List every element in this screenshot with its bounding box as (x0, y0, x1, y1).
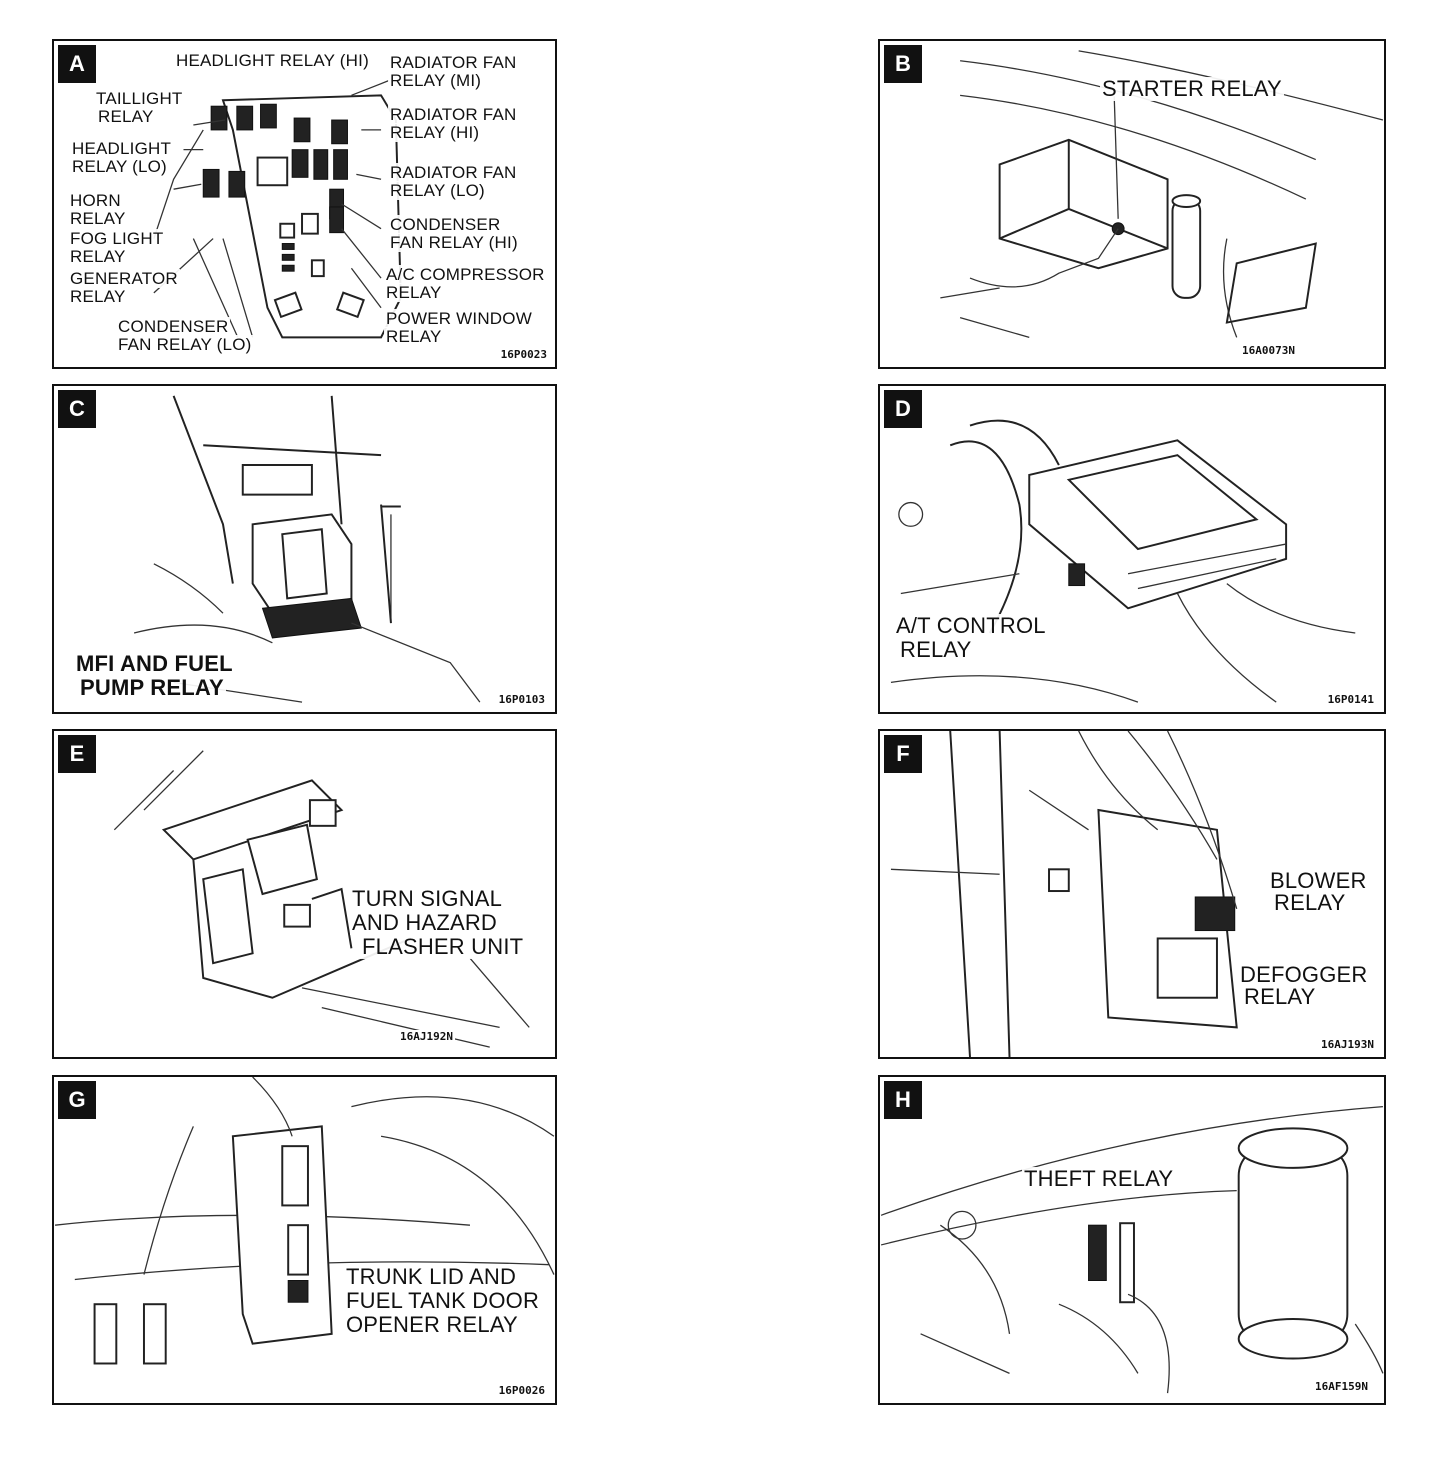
figure-code: 16AJ193N (1319, 1038, 1376, 1051)
starter-relay-illustration (940, 50, 1384, 338)
figure-code: 16P0103 (496, 693, 547, 706)
flasher-label-3: FLASHER UNIT (360, 934, 526, 959)
ac-compressor-relay-label-2: RELAY (384, 283, 444, 302)
panel-letter: G (58, 1081, 96, 1119)
panel-letter: B (884, 45, 922, 83)
panel-letter: E (58, 735, 96, 773)
panel-letter: D (884, 390, 922, 428)
radiator-fan-relay-hi-label-2: RELAY (HI) (388, 123, 482, 142)
ac-compressor-relay-label-1: A/C COMPRESSOR (384, 265, 547, 284)
panel-letter: A (58, 45, 96, 83)
fog-light-relay-label-2: RELAY (68, 247, 128, 266)
generator-relay-label-2: RELAY (68, 287, 128, 306)
panel-c: C MFI AND FUEL PUMP RELAY 16P0103 (52, 384, 557, 714)
mfi-relay-label-1: MFI AND FUEL (74, 651, 235, 676)
flasher-unit-illustration (113, 750, 530, 1048)
at-control-relay-illustration (890, 419, 1356, 703)
panel-letter: F (884, 735, 922, 773)
panel-d: D A/T CONTROL RELAY 16P0141 (878, 384, 1386, 714)
blower-defogger-relay-illustration (890, 731, 1238, 1057)
radiator-fan-relay-lo-label-1: RADIATOR FAN (388, 163, 519, 182)
figure-code: 16P0023 (498, 348, 549, 361)
condenser-fan-relay-hi-label-1: CONDENSER (388, 215, 503, 234)
blower-relay-label-2: RELAY (1272, 890, 1348, 915)
starter-relay-label: STARTER RELAY (1100, 76, 1284, 101)
figure-code: 16P0026 (496, 1384, 547, 1397)
blower-relay-label-1: BLOWER (1268, 868, 1369, 893)
panel-g: G TRUNK LID AND FUEL TANK DOOR OPENER RE… (52, 1075, 557, 1405)
headlight-relay-lo-label-2: RELAY (LO) (70, 157, 169, 176)
generator-relay-label-1: GENERATOR (68, 269, 180, 288)
figure-code: 16AJ192N (398, 1030, 455, 1043)
radiator-fan-relay-hi-label-1: RADIATOR FAN (388, 105, 519, 124)
theft-relay-illustration (880, 1105, 1384, 1394)
defogger-relay-label-2: RELAY (1242, 984, 1318, 1009)
panel-e: E TURN SIGNAL AND HAZARD FLASHER UNIT 16… (52, 729, 557, 1059)
figure-code: 16P0141 (1325, 693, 1376, 706)
horn-relay-label-1: HORN (68, 191, 123, 210)
power-window-relay-label-2: RELAY (384, 327, 444, 346)
trunk-relay-label-2: FUEL TANK DOOR (344, 1288, 542, 1313)
taillight-relay-label-2: RELAY (96, 107, 156, 126)
headlight-relay-hi-label: HEADLIGHT RELAY (HI) (174, 51, 371, 70)
trunk-relay-label-3: OPENER RELAY (344, 1312, 520, 1337)
defogger-relay-label-1: DEFOGGER (1238, 962, 1370, 987)
panel-f: F BLOWER RELAY DEFOGGER RELAY 16AJ193N (878, 729, 1386, 1059)
panel-a: A HEADLIGHT RELAY (HI) TAILLIGHT RELAY H… (52, 39, 557, 369)
figure-code: 16AF159N (1313, 1380, 1370, 1393)
panel-b: B STARTER RELAY 16A0073N (878, 39, 1386, 369)
headlight-relay-lo-label-1: HEADLIGHT (70, 139, 174, 158)
condenser-fan-relay-lo-label-2: FAN RELAY (LO) (116, 335, 254, 354)
flasher-label-1: TURN SIGNAL (350, 886, 505, 911)
fuse-relay-box-illustration (153, 79, 402, 339)
trunk-relay-label-1: TRUNK LID AND (344, 1264, 519, 1289)
radiator-fan-relay-lo-label-2: RELAY (LO) (388, 181, 487, 200)
at-control-relay-label-2: RELAY (898, 637, 974, 662)
mfi-relay-label-2: PUMP RELAY (78, 675, 226, 700)
fog-light-relay-label-1: FOG LIGHT (68, 229, 166, 248)
panel-letter: H (884, 1081, 922, 1119)
power-window-relay-label-1: POWER WINDOW (384, 309, 534, 328)
radiator-fan-relay-mi-label-2: RELAY (MI) (388, 71, 484, 90)
theft-relay-label: THEFT RELAY (1022, 1166, 1176, 1191)
figure-code: 16A0073N (1240, 344, 1297, 357)
taillight-relay-label-1: TAILLIGHT (94, 89, 185, 108)
mfi-fuel-pump-relay-illustration (133, 395, 481, 703)
flasher-label-2: AND HAZARD (350, 910, 500, 935)
condenser-fan-relay-hi-label-2: FAN RELAY (HI) (388, 233, 520, 252)
condenser-fan-relay-lo-label-1: CONDENSER (116, 317, 231, 336)
radiator-fan-relay-mi-label-1: RADIATOR FAN (388, 53, 519, 72)
trunk-lid-opener-relay-illustration (54, 1077, 555, 1365)
horn-relay-label-2: RELAY (68, 209, 128, 228)
at-control-relay-label-1: A/T CONTROL (894, 613, 1048, 638)
panel-letter: C (58, 390, 96, 428)
panel-h: H THEFT RELAY 16AF159N (878, 1075, 1386, 1405)
